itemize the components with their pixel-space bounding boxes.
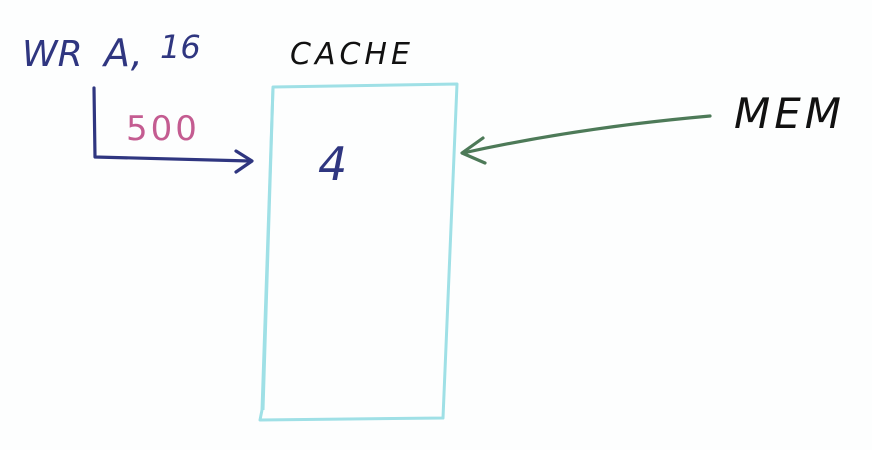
memory-label: MEM [734,89,845,138]
instruction-operand: A, [101,31,143,75]
cache-label: CACHE [290,37,414,72]
instruction-value: 16 [160,28,201,66]
memory-arrow-head [460,136,487,165]
write-arrow [92,86,254,174]
instruction-text: WR A, 16 [22,28,201,75]
cache-block [258,82,459,422]
write-arrow-head [234,149,254,174]
instruction-op: WR [22,34,83,75]
cache-block-left-edge [261,86,275,411]
memory-arrow-line [461,114,712,155]
write-value-label: 500 [126,109,200,149]
cache-contents: 4 [318,137,347,191]
write-arrow-line [92,86,252,163]
memory-arrow [460,114,712,165]
